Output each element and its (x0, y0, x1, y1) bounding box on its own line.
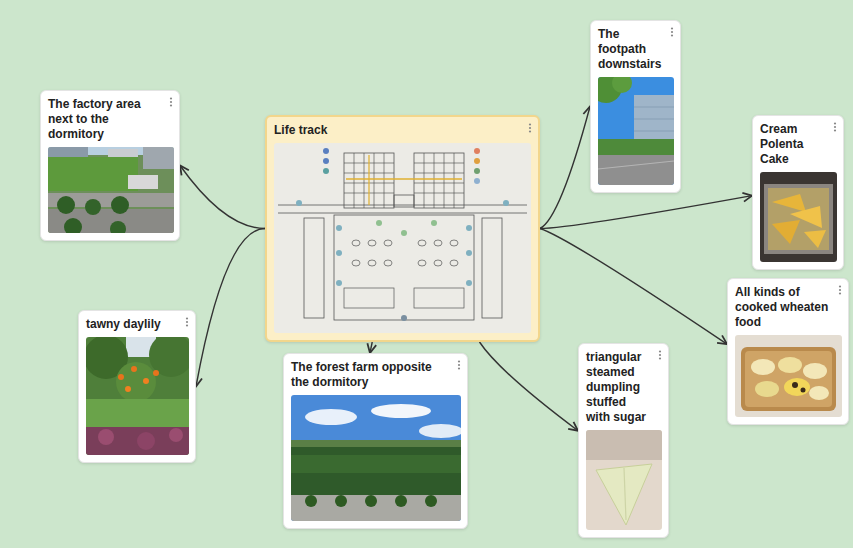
photo-cake (760, 172, 837, 262)
menu-dots (169, 97, 173, 107)
photo-daylily (86, 337, 189, 455)
photo-forest (291, 395, 461, 521)
card-title: Cream Polenta Cake (760, 122, 836, 167)
menu-dots (528, 123, 532, 133)
arrow-connector (370, 342, 372, 353)
card-title: triangular steamed dumpling stuffed with… (586, 350, 661, 425)
menu-dot (186, 317, 188, 319)
menu-dot (170, 101, 172, 103)
arrow-connector (540, 229, 727, 345)
menu-dots (833, 122, 837, 132)
photo-dumpling (586, 430, 662, 530)
menu-dot (529, 123, 531, 125)
card-title: All kinds of cooked wheaten food (735, 285, 841, 330)
photo-footpath (598, 77, 674, 185)
menu-dot (458, 367, 460, 369)
menu-dot (659, 357, 661, 359)
menu-dot (186, 321, 188, 323)
menu-dots (658, 350, 662, 360)
card-title: Life track (274, 123, 531, 138)
menu-dot (186, 324, 188, 326)
photo-card: All kinds of cooked wheaten food (727, 278, 849, 425)
menu-dots (670, 27, 674, 37)
arrow-connector (180, 166, 265, 229)
photo-card: The forest farm opposite the dormitory (283, 353, 468, 529)
card-title: The footpath downstairs (598, 27, 673, 72)
menu-dot (671, 31, 673, 33)
photo-card: tawny daylily (78, 310, 196, 463)
menu-dots (185, 317, 189, 327)
menu-dot (170, 97, 172, 99)
photo-card: The factory area next to the dormitory (40, 90, 180, 241)
menu-dot (834, 126, 836, 128)
menu-dot (659, 350, 661, 352)
menu-dots (457, 360, 461, 370)
card-title: The forest farm opposite the dormitory (291, 360, 460, 390)
photo-card: Cream Polenta Cake (752, 115, 844, 270)
arrow-connector (540, 196, 752, 229)
menu-dot (839, 285, 841, 287)
card-title: tawny daylily (86, 317, 188, 332)
arrow-connector (196, 229, 265, 387)
menu-dot (170, 104, 172, 106)
menu-dot (671, 27, 673, 29)
menu-dot (671, 34, 673, 36)
menu-dots (838, 285, 842, 295)
menu-dot (834, 129, 836, 131)
arrow-connector (540, 107, 590, 229)
life-track-card: Life track (265, 115, 540, 342)
photo-factory (48, 147, 174, 233)
menu-dot (458, 364, 460, 366)
menu-dot (839, 292, 841, 294)
menu-dot (839, 289, 841, 291)
menu-dot (458, 360, 460, 362)
menu-dot (529, 127, 531, 129)
menu-dot (529, 130, 531, 132)
menu-dot (834, 122, 836, 124)
photo-wheaten-food (735, 335, 842, 417)
menu-dot (659, 354, 661, 356)
photo-card: triangular steamed dumpling stuffed with… (578, 343, 669, 538)
photo-card: The footpath downstairs (590, 20, 681, 193)
arrow-connector (480, 342, 579, 431)
card-title: The factory area next to the dormitory (48, 97, 172, 142)
sketch-map (274, 143, 531, 333)
